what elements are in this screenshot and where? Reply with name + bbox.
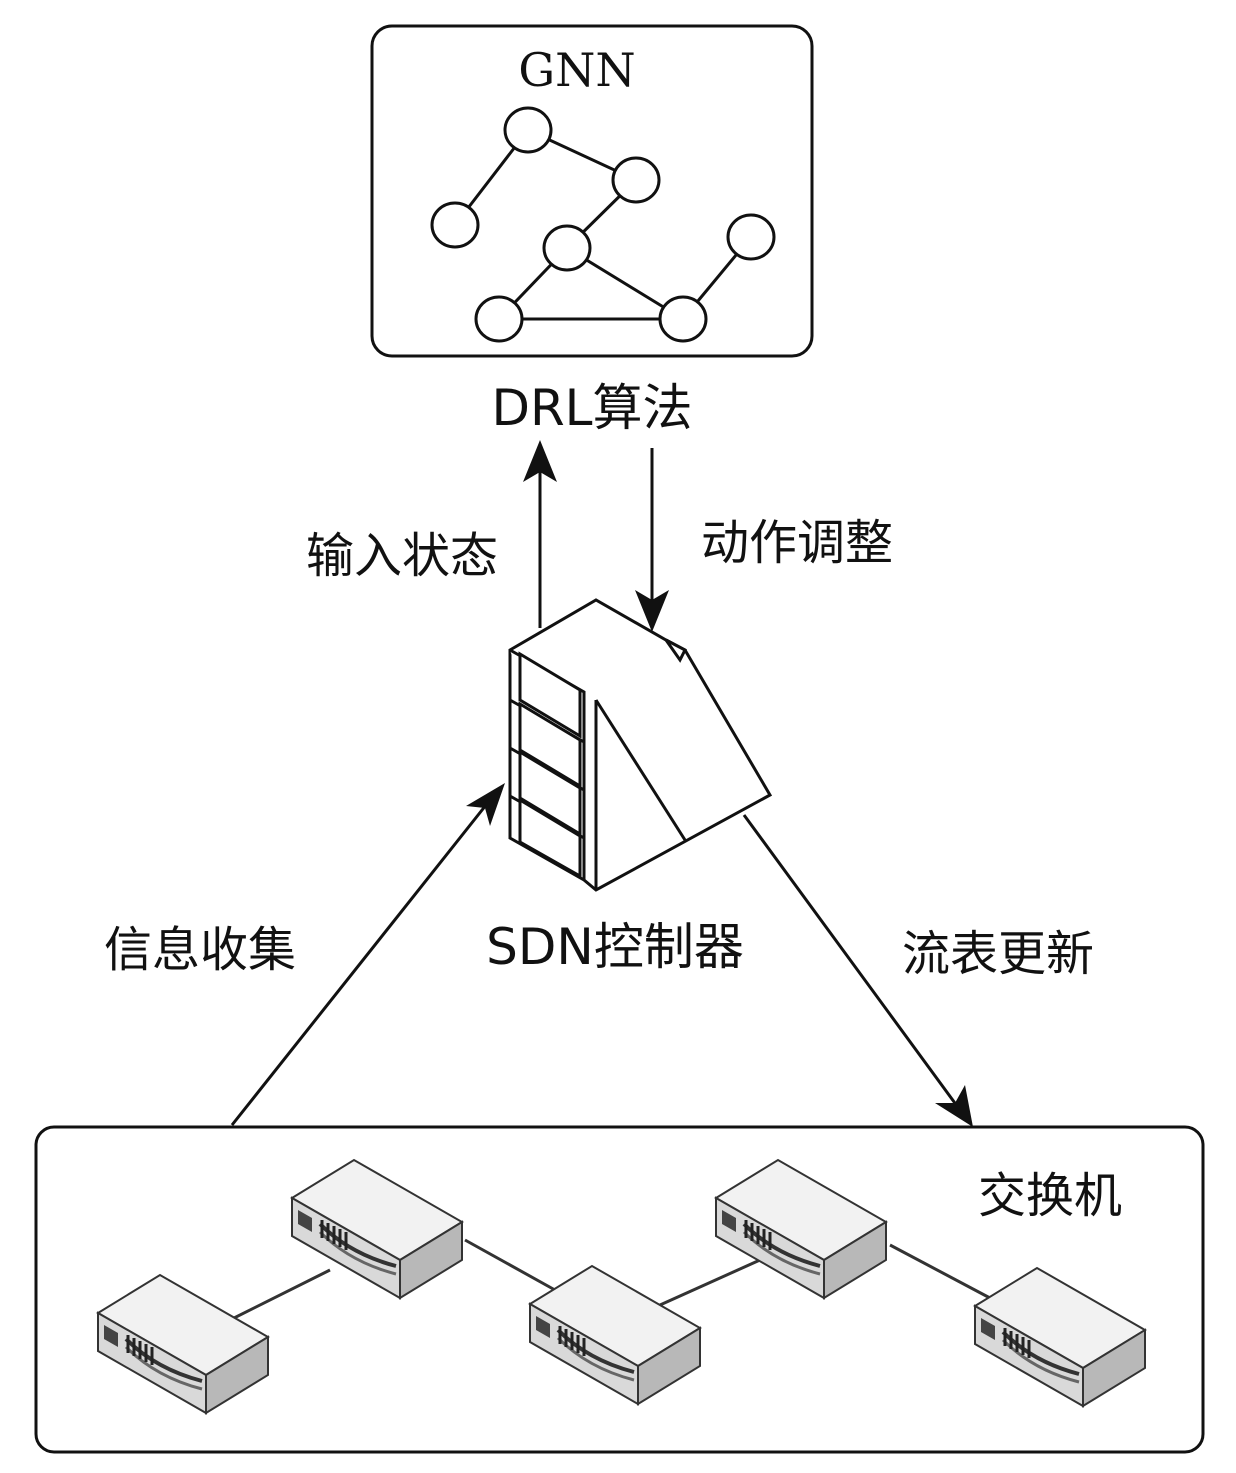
gnn-box bbox=[370, 24, 814, 358]
flow-update-arrowhead bbox=[935, 1085, 973, 1127]
graph-nodes bbox=[430, 106, 776, 343]
graph-node bbox=[474, 295, 524, 343]
gnn-title: GNN bbox=[518, 43, 635, 97]
sdn-controller-label: SDN控制器 bbox=[486, 918, 744, 976]
action-adjust-label: 动作调整 bbox=[701, 515, 893, 571]
graph-node bbox=[430, 201, 480, 249]
graph-node bbox=[726, 213, 776, 261]
graph-node bbox=[658, 295, 708, 343]
info-collect-arrow bbox=[230, 799, 492, 1126]
input-state-label: 输入状态 bbox=[306, 528, 498, 584]
switch-links bbox=[229, 1238, 991, 1322]
input-state-arrowhead bbox=[523, 440, 557, 482]
graph-node bbox=[503, 106, 553, 154]
info-collect-arrowhead bbox=[466, 783, 505, 826]
flow-update-arrow bbox=[742, 814, 962, 1111]
graph-node bbox=[542, 224, 592, 272]
action-adjust-arrowhead bbox=[635, 590, 669, 632]
drl-label: DRL算法 bbox=[491, 379, 692, 437]
sdn-controller-icon bbox=[508, 598, 773, 892]
graph-node bbox=[611, 156, 661, 204]
info-collect-label: 信息收集 bbox=[104, 922, 296, 978]
flow-update-label: 流表更新 bbox=[902, 926, 1094, 982]
switch-label: 交换机 bbox=[978, 1168, 1122, 1224]
